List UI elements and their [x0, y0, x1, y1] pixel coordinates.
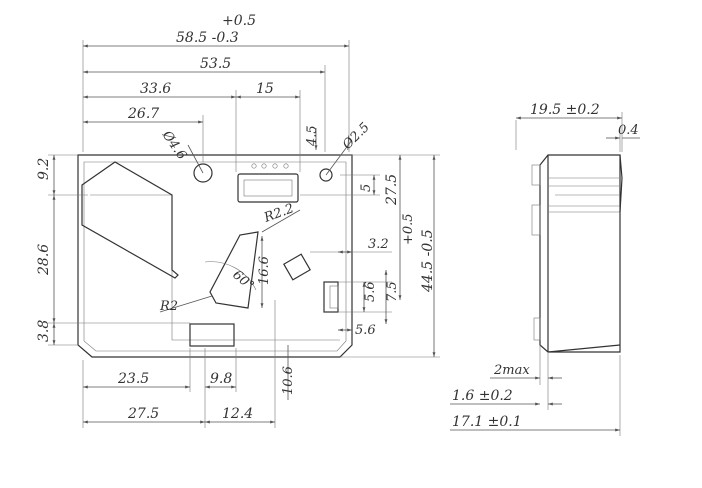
dim-56b-label: 5.6	[355, 323, 376, 338]
side-dim-2max-label: 2max	[493, 363, 530, 378]
width-336-label: 33.6	[140, 81, 171, 97]
left-dimensions: 9.2 28.6 3.8	[36, 154, 190, 346]
side-body	[531, 154, 623, 353]
dim-92-label: 9.2	[36, 158, 52, 180]
side-dimensions: 19.5 ±0.2 0.4 2max 1.6 ±0.2 17.1 ±0.1	[450, 102, 640, 436]
dim-98-label: 9.8	[210, 371, 232, 387]
hole-a-label: Ø4.6	[158, 128, 189, 163]
hole-small	[319, 168, 333, 182]
dim-45-label: 4.5	[305, 125, 320, 147]
dim-166-label: 16.6	[257, 256, 272, 285]
front-view: +0.5 58.5 -0.3 53.5 33.6 15 26.7 Ø4.6 4.…	[36, 13, 440, 428]
dim-235-label: 23.5	[117, 371, 149, 387]
side-dim-04-label: 0.4	[618, 123, 639, 138]
side-dim-16-label: 1.6 ±0.2	[452, 388, 513, 404]
dim-75-label: 7.5	[385, 281, 400, 302]
tol-upper-label: +0.5	[222, 13, 256, 29]
dim-275b-label: 27.5	[127, 406, 159, 422]
width-535-label: 53.5	[200, 56, 231, 72]
dim-38-label: 3.8	[36, 320, 52, 342]
sensor-body-outline	[77, 154, 353, 358]
hole-b-label: Ø2.5	[339, 120, 372, 153]
tol-plus-label: +0.5	[401, 213, 416, 245]
overall-width-label: 58.5 -0.3	[176, 30, 239, 46]
right-dimensions: +0.5 44.5 -0.5 5 27.5 3.2 5.6 7.5 5.6	[300, 154, 440, 358]
bottom-dimensions: 23.5 9.8 10.6 27.5 12.4	[82, 300, 296, 428]
top-dimensions: +0.5 58.5 -0.3 53.5 33.6 15 26.7 Ø4.6 4.…	[82, 13, 373, 176]
dim-106-label: 10.6	[281, 366, 296, 395]
dim-286-label: 28.6	[36, 244, 52, 276]
dim-124-label: 12.4	[222, 406, 253, 422]
side-view: 19.5 ±0.2 0.4 2max 1.6 ±0.2 17.1 ±0.1	[450, 102, 640, 436]
side-dim-171-label: 17.1 ±0.1	[452, 414, 522, 430]
dim-56a-label: 5.6	[363, 281, 378, 302]
r2-label: R2	[159, 299, 178, 314]
side-dim-195-label: 19.5 ±0.2	[530, 102, 600, 118]
hole-large	[193, 163, 213, 183]
dim-32-label: 3.2	[368, 237, 389, 252]
dim-445-label: 44.5 -0.5	[420, 229, 436, 293]
inner-labels: R2.2 60° R2 16.6	[159, 201, 301, 314]
width-267-label: 26.7	[127, 106, 159, 122]
dim-275r-label: 27.5	[384, 174, 400, 206]
dim-5-label: 5	[359, 184, 374, 192]
width-15-label: 15	[256, 81, 274, 97]
